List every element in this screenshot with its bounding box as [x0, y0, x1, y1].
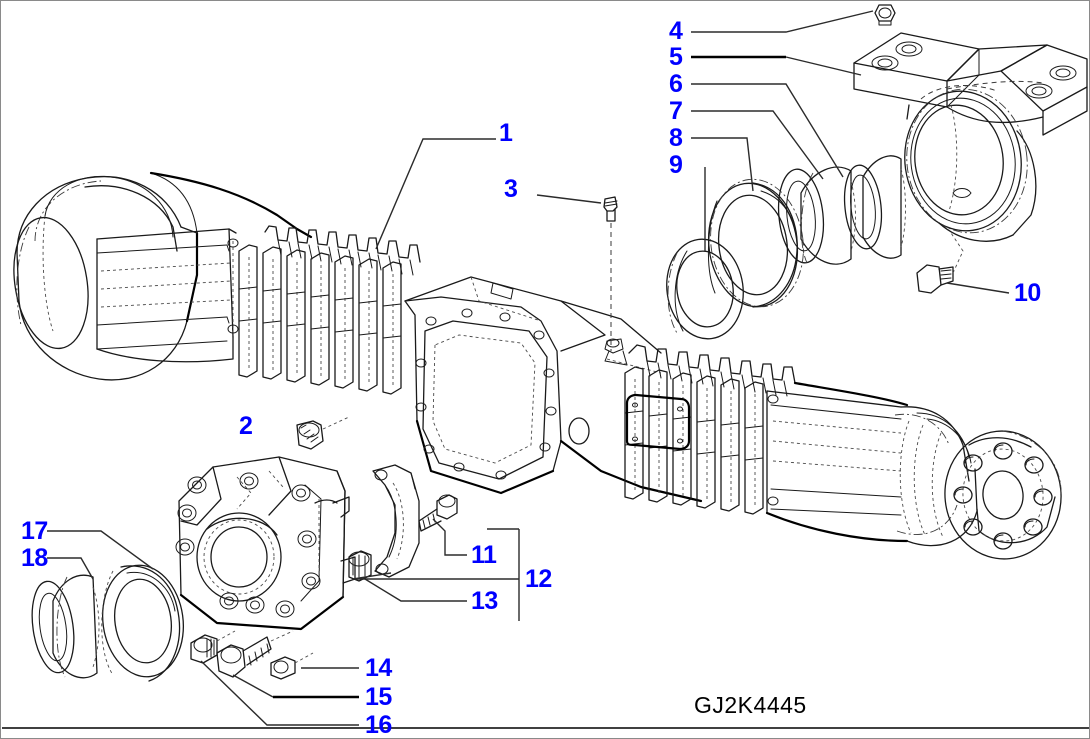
callout-13: 13	[471, 587, 498, 615]
part-17-seal-ring	[101, 564, 185, 682]
part-14-dowel-pin	[270, 652, 314, 680]
housing-top-notches-left	[264, 225, 421, 276]
part-12-bearing-cap	[372, 464, 420, 578]
part-11-bolt	[418, 494, 458, 532]
housing-center-flange	[404, 276, 703, 503]
drawing-code: GJ2K4445	[694, 692, 807, 718]
housing-top-notches-right	[628, 344, 909, 407]
callout-11: 11	[471, 541, 497, 569]
breather-boss	[604, 338, 662, 374]
callout-4: 4	[669, 17, 683, 45]
part-4-nut	[874, 4, 896, 26]
part-2-plug	[296, 416, 350, 450]
part-3-breather	[603, 196, 618, 351]
housing-fins-right	[624, 366, 764, 515]
callout-2: 2	[239, 412, 253, 440]
callout-6: 6	[669, 70, 683, 98]
callout-5: 5	[669, 43, 683, 71]
callout-9: 9	[669, 151, 683, 179]
part-13-bushing-small	[348, 550, 372, 582]
callout-1: 1	[499, 119, 513, 147]
callout-3: 3	[504, 175, 518, 203]
part-5-support-bracket	[853, 32, 1088, 242]
callout-14: 14	[365, 654, 392, 682]
leader-lines	[47, 10, 1010, 726]
callout-16: 16	[365, 711, 392, 739]
housing-barrel-left	[96, 228, 239, 363]
part-15-screw	[216, 630, 294, 678]
housing-barrel-right	[765, 390, 909, 543]
callout-10: 10	[1014, 279, 1041, 307]
callout-12: 12	[525, 565, 552, 593]
callout-8: 8	[669, 124, 683, 152]
part-7-bushing	[777, 166, 856, 265]
callout-18: 18	[21, 544, 48, 572]
part-16-plug	[190, 630, 236, 664]
part-8-oil-seal	[707, 178, 804, 308]
callout-17: 17	[21, 517, 48, 545]
wheel-hub-right	[894, 406, 1062, 560]
differential-carrier	[175, 456, 356, 631]
callout-15: 15	[365, 683, 392, 711]
housing-top-edge-left	[149, 171, 313, 239]
part-9-thrust-ring	[666, 238, 744, 340]
axle-housing-assembly	[13, 169, 1062, 560]
housing-fins-left	[238, 244, 402, 395]
axle-left-end-cap	[13, 169, 199, 383]
part-18-sleeve	[31, 574, 100, 679]
callout-7: 7	[669, 97, 683, 125]
